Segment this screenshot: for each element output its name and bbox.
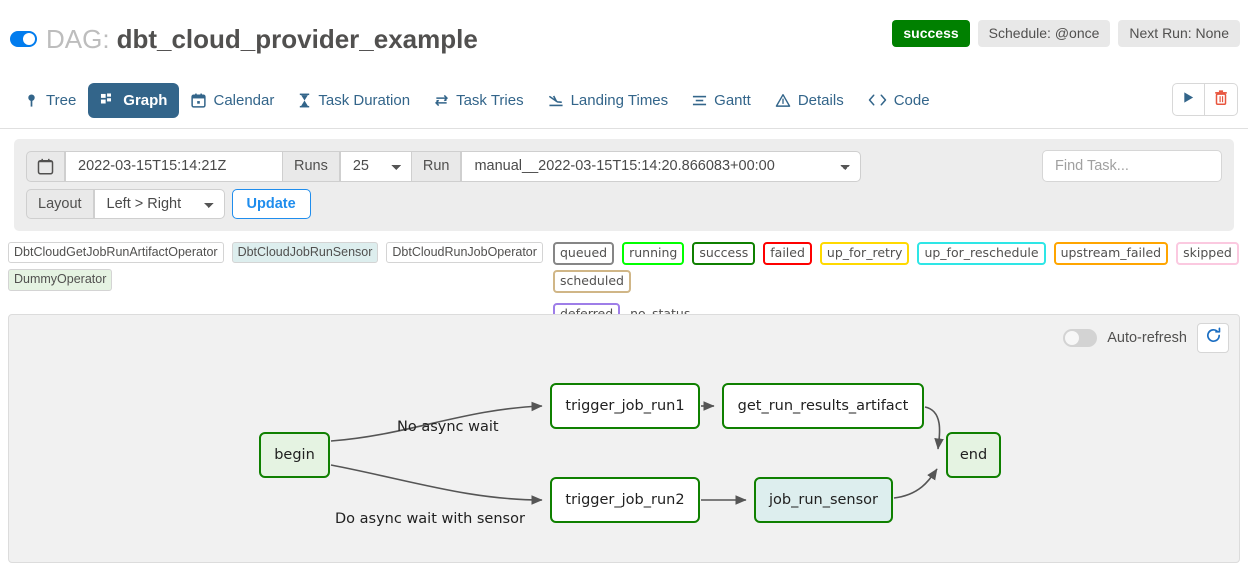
- tab-code-label: Code: [893, 91, 930, 109]
- graph-edges: [330, 401, 944, 505]
- triangle-icon: [775, 93, 791, 108]
- layout-select[interactable]: Left > Right: [93, 189, 225, 219]
- graph-node-end[interactable]: end: [946, 432, 1001, 478]
- landing-icon: [548, 93, 564, 108]
- graph-node-trigger_job_run2[interactable]: trigger_job_run2: [550, 477, 700, 523]
- next-run-badge: Next Run: None: [1118, 20, 1240, 48]
- schedule-badge: Schedule: @once: [977, 20, 1111, 48]
- auto-refresh-toggle[interactable]: [1063, 329, 1098, 347]
- run-select[interactable]: manual__2022-03-15T15:14:20.866083+00:00: [461, 150, 862, 182]
- tree-icon: [24, 93, 39, 108]
- edge-sensor-end: [893, 468, 938, 499]
- tab-graph-label: Graph: [123, 91, 168, 109]
- header-badges: success Schedule: @once Next Run: None: [892, 20, 1240, 48]
- graph-canvas[interactable]: begin trigger_job_run1 get_run_results_a…: [9, 315, 1239, 562]
- tab-task-duration[interactable]: Task Duration: [286, 83, 422, 118]
- edge-label-do-async-wait: Do async wait with sensor: [335, 511, 525, 527]
- state-chip[interactable]: up_for_reschedule: [917, 242, 1046, 266]
- tab-landing-times-label: Landing Times: [570, 91, 669, 109]
- status-badge: success: [892, 20, 970, 48]
- layout-label: Layout: [26, 189, 94, 219]
- edge-label-no-async-wait: No async wait: [397, 419, 499, 435]
- trash-icon: [1214, 89, 1228, 110]
- state-chip[interactable]: queued: [553, 242, 615, 266]
- edge-begin-trigger1: [330, 401, 543, 442]
- tab-details-label: Details: [797, 91, 844, 109]
- filter-row-layout: Layout Left > Right Update: [26, 189, 1222, 219]
- search-input[interactable]: [1042, 150, 1222, 182]
- graph-node-get_run_results_artifact[interactable]: get_run_results_artifact: [722, 383, 924, 429]
- trigger-dag-button[interactable]: [1172, 83, 1205, 116]
- graph-node-label: trigger_job_run2: [565, 492, 685, 508]
- operator-chip[interactable]: DummyOperator: [8, 269, 113, 291]
- tab-details[interactable]: Details: [763, 83, 856, 118]
- tab-landing-times[interactable]: Landing Times: [536, 83, 681, 118]
- state-chip[interactable]: upstream_failed: [1053, 242, 1169, 266]
- graph-node-label: job_run_sensor: [769, 492, 878, 508]
- state-chip[interactable]: running: [622, 242, 685, 266]
- refresh-icon: [1205, 327, 1222, 349]
- page-title: dbt_cloud_provider_example: [116, 24, 478, 54]
- tab-code[interactable]: Code: [856, 83, 942, 118]
- calendar-icon[interactable]: [26, 150, 65, 182]
- view-tabs: Tree Graph Calendar: [0, 72, 1248, 129]
- graph-node-trigger_job_run1[interactable]: trigger_job_run1: [550, 383, 700, 429]
- runs-select[interactable]: 25: [339, 150, 412, 182]
- auto-refresh-label: Auto-refresh: [1107, 330, 1187, 346]
- tab-gantt-label: Gantt: [714, 91, 751, 109]
- play-icon: [1182, 91, 1195, 109]
- tab-task-tries-label: Task Tries: [456, 91, 524, 109]
- state-chip[interactable]: failed: [763, 242, 812, 266]
- operator-legend: DbtCloudGetJobRunArtifactOperator DbtClo…: [8, 242, 543, 291]
- execution-date-group: Runs 25 Run manual__2022-03-15T15:14:20.…: [26, 150, 862, 182]
- tab-gantt[interactable]: Gantt: [680, 83, 763, 118]
- graph-toolbar: Auto-refresh: [1063, 323, 1229, 353]
- state-chip[interactable]: scheduled: [553, 270, 631, 294]
- state-chip[interactable]: skipped: [1176, 242, 1239, 266]
- tab-tree-label: Tree: [46, 91, 77, 109]
- tab-task-duration-label: Task Duration: [318, 91, 411, 109]
- refresh-button[interactable]: [1197, 323, 1229, 353]
- tab-tree[interactable]: Tree: [12, 83, 88, 118]
- graph-node-begin[interactable]: begin: [259, 432, 330, 478]
- retry-icon: [434, 93, 449, 108]
- dag-actions: [1172, 83, 1238, 116]
- hourglass-icon: [298, 93, 311, 108]
- tab-calendar[interactable]: Calendar: [179, 83, 286, 118]
- page-header: DAG: dbt_cloud_provider_example success …: [0, 0, 1248, 72]
- operator-chip[interactable]: DbtCloudGetJobRunArtifactOperator: [8, 242, 224, 264]
- filter-bar: Runs 25 Run manual__2022-03-15T15:14:20.…: [14, 139, 1234, 231]
- legend: DbtCloudGetJobRunArtifactOperator DbtClo…: [8, 242, 1240, 327]
- operator-chip[interactable]: DbtCloudRunJobOperator: [386, 242, 543, 264]
- execution-date-input[interactable]: [65, 150, 283, 182]
- edge-begin-trigger2: [330, 464, 543, 505]
- update-button[interactable]: Update: [231, 189, 311, 219]
- layout-group: Layout Left > Right: [26, 189, 225, 219]
- operator-chip[interactable]: DbtCloudJobRunSensor: [231, 242, 379, 264]
- graph-node-label: begin: [274, 447, 315, 463]
- state-chip[interactable]: up_for_retry: [819, 242, 910, 266]
- graph-node-label: trigger_job_run1: [565, 398, 685, 414]
- run-label: Run: [411, 150, 462, 182]
- graph-node-label: end: [959, 447, 988, 463]
- graph-panel: Auto-refresh: [8, 314, 1240, 563]
- delete-dag-button[interactable]: [1205, 83, 1238, 116]
- edge-artifact-end: [924, 406, 944, 450]
- tab-task-tries[interactable]: Task Tries: [422, 83, 536, 118]
- tab-calendar-label: Calendar: [213, 91, 275, 109]
- filter-row-primary: Runs 25 Run manual__2022-03-15T15:14:20.…: [26, 150, 1222, 182]
- tab-graph[interactable]: Graph: [88, 82, 180, 118]
- runs-label: Runs: [283, 150, 340, 182]
- graph-node-job_run_sensor[interactable]: job_run_sensor: [754, 477, 893, 523]
- graph-icon: [100, 92, 116, 108]
- graph-node-label: get_run_results_artifact: [737, 398, 909, 414]
- dag-prefix-label: DAG:: [46, 24, 110, 54]
- dag-pause-toggle[interactable]: [10, 31, 37, 47]
- gantt-icon: [692, 93, 707, 108]
- calendar-icon: [191, 93, 207, 108]
- code-icon: [868, 93, 887, 107]
- state-chip[interactable]: success: [692, 242, 756, 266]
